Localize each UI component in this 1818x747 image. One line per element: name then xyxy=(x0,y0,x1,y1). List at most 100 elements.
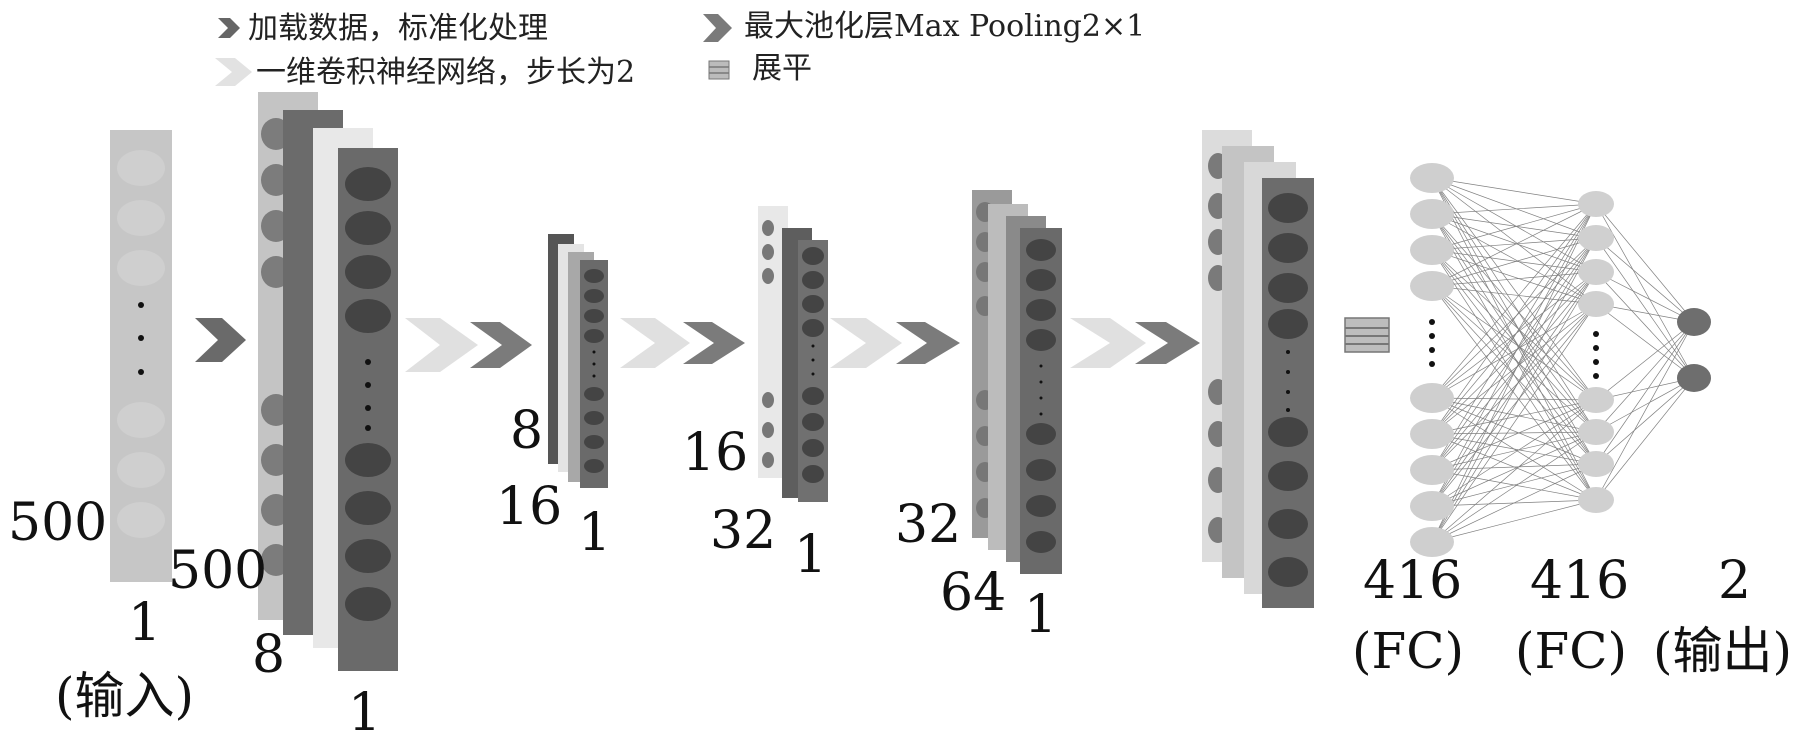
legend-maxpool: 最大池化层Max Pooling2×1 xyxy=(744,9,1145,44)
pool-legend-chevron-icon xyxy=(703,14,732,42)
flatten-icon xyxy=(1344,317,1390,353)
fc-edge xyxy=(1595,237,1695,379)
fc1-node xyxy=(1410,163,1454,193)
fc-edge xyxy=(1595,271,1695,379)
pool-arrow-2-icon xyxy=(683,322,745,364)
fc-edge xyxy=(1431,237,1597,251)
conv1-stack xyxy=(258,92,398,671)
fc-edge xyxy=(1431,203,1597,507)
maxpool-legend-chevron-icon xyxy=(218,18,240,38)
fc-edge xyxy=(1431,203,1597,215)
fc1-node xyxy=(1410,383,1454,413)
fc-edge xyxy=(1431,397,1597,433)
block3-width-label: 1 xyxy=(794,525,827,585)
fc-connections xyxy=(1431,177,1695,543)
legend-flatten: 展平 xyxy=(752,51,812,86)
fc1-node xyxy=(1410,527,1454,557)
fc-edge xyxy=(1595,377,1695,501)
block2-stack xyxy=(548,234,608,488)
pool-arrow-4-icon xyxy=(1135,322,1200,364)
fc-edge xyxy=(1431,303,1597,507)
fc-edge xyxy=(1431,237,1597,399)
fc2-node xyxy=(1578,419,1614,445)
fc1-caption: (FC) xyxy=(1352,622,1464,680)
legend-load-normalize: 加载数据，标准化处理 xyxy=(248,11,548,46)
fc-edge xyxy=(1431,499,1597,543)
fc2-units-label: 416 xyxy=(1530,551,1629,611)
fc-edge xyxy=(1595,377,1695,433)
legend-conv1d: 一维卷积神经网络，步长为2 xyxy=(256,55,635,90)
block4-width-label: 1 xyxy=(1024,585,1057,645)
input-layer xyxy=(110,130,172,582)
fc-edge xyxy=(1431,285,1597,401)
output-caption: (输出) xyxy=(1653,622,1792,680)
fc2-caption: (FC) xyxy=(1515,622,1627,680)
fc-edge xyxy=(1431,399,1597,435)
block3-stack xyxy=(758,206,828,502)
conv1d-legend-chevron-icon xyxy=(215,58,252,86)
fc-edge xyxy=(1431,249,1597,433)
fc-edge xyxy=(1431,397,1597,465)
conv1-depth-label: 8 xyxy=(252,625,285,685)
fc-edge xyxy=(1431,237,1597,507)
block4-stack xyxy=(972,190,1062,574)
fc-edge xyxy=(1595,203,1695,323)
fc-edge xyxy=(1595,321,1695,501)
fc-edge xyxy=(1431,213,1597,239)
fc2-node xyxy=(1578,191,1614,217)
fc-edge xyxy=(1431,203,1597,399)
fc-edge xyxy=(1431,433,1597,465)
fc-edge xyxy=(1595,321,1695,465)
fc-nodes xyxy=(1410,163,1711,557)
fc2-node xyxy=(1578,291,1614,317)
conv-arrow-1-icon xyxy=(405,318,478,372)
block2-height-label: 8 xyxy=(510,401,543,461)
conv1-height-label: 500 xyxy=(168,541,267,601)
fc-edge xyxy=(1431,399,1597,507)
pool-arrow-3-icon xyxy=(896,322,960,364)
fc-edge xyxy=(1431,213,1597,433)
legend: 加载数据，标准化处理 一维卷积神经网络，步长为2 最大池化层Max Poolin… xyxy=(215,9,1145,90)
fc2-node xyxy=(1578,387,1614,413)
output-units-label: 2 xyxy=(1718,551,1751,611)
fc1-node xyxy=(1410,199,1454,229)
fc-edge xyxy=(1431,271,1597,399)
fc-edge xyxy=(1431,237,1597,287)
flatten-legend-icon xyxy=(708,60,730,80)
fc-edge xyxy=(1431,463,1597,471)
fc1-ellipsis-dot xyxy=(1429,333,1435,339)
conv-arrow-4-icon xyxy=(1070,318,1146,368)
fc-edge xyxy=(1431,431,1597,471)
fc-edge xyxy=(1431,249,1597,465)
fc-edge xyxy=(1431,271,1597,543)
fc1-ellipsis-dot xyxy=(1429,347,1435,353)
fc-edge xyxy=(1431,177,1597,239)
fc-edge xyxy=(1431,177,1597,433)
fc-edge xyxy=(1431,285,1597,433)
fc-edge xyxy=(1431,271,1597,435)
fc-edge xyxy=(1431,237,1597,543)
fc-edge xyxy=(1431,285,1597,305)
fc-edge xyxy=(1595,321,1695,433)
fc2-node xyxy=(1578,259,1614,285)
conv-arrow-3-icon xyxy=(830,318,902,368)
fc2-ellipsis-dot xyxy=(1593,373,1599,379)
output-node xyxy=(1677,364,1711,392)
fc1-node xyxy=(1410,455,1454,485)
block2-depth-label: 16 xyxy=(496,477,562,537)
fc-edge xyxy=(1431,271,1597,287)
input-height-label: 500 xyxy=(8,493,107,553)
fc-edge xyxy=(1595,321,1695,401)
final-feature-stack xyxy=(1202,130,1314,608)
fc-edge xyxy=(1431,303,1597,543)
fc1-ellipsis-dot xyxy=(1429,319,1435,325)
fc2-node xyxy=(1578,451,1614,477)
fc-edge xyxy=(1595,377,1695,465)
fc-edge xyxy=(1431,203,1597,471)
fc-edge xyxy=(1431,399,1597,543)
fc-edge xyxy=(1431,237,1597,471)
fc-edge xyxy=(1431,213,1597,273)
fc-edge xyxy=(1431,213,1597,401)
fc-edge xyxy=(1431,249,1597,273)
